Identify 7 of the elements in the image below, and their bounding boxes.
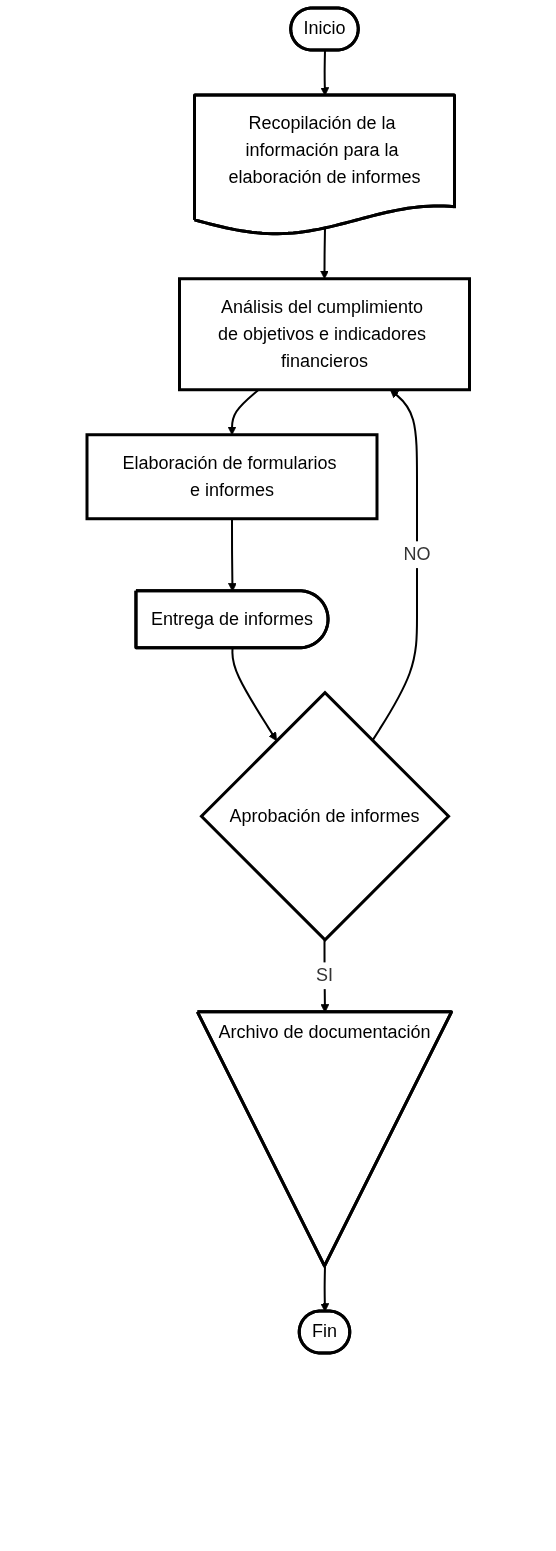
edge-label: NO: [403, 544, 431, 565]
node-box: Elaboración de formularios e informes: [85, 433, 379, 521]
arrow: [371, 389, 418, 742]
node-box: Análisis del cumplimiento de objetivos e indicadores financieros: [177, 277, 471, 392]
arrow: [231, 647, 277, 742]
node-diamond: Aprobación de informes: [199, 690, 451, 942]
edge-label: SI: [315, 965, 333, 986]
